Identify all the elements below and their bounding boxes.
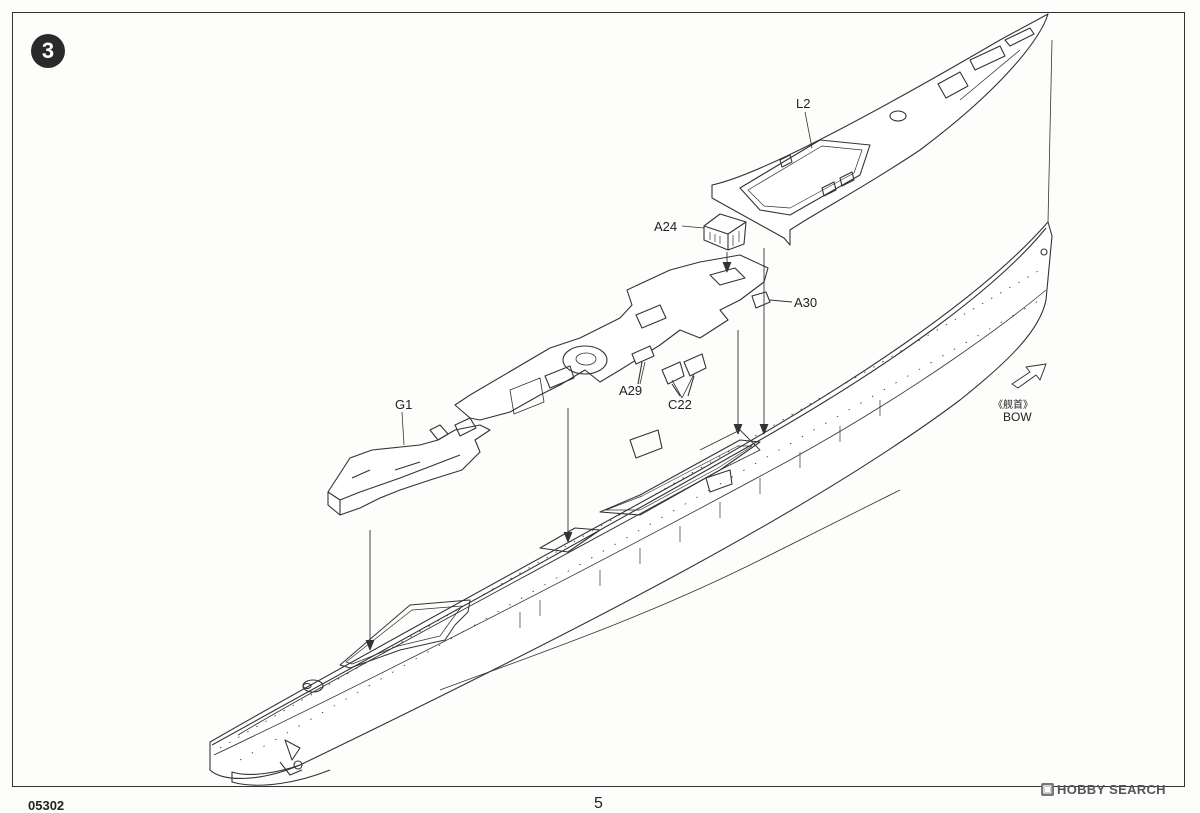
part-a24 (703, 213, 747, 251)
kit-code: 05302 (28, 798, 65, 813)
label-a30: A30 (794, 295, 818, 310)
part-c22 (661, 353, 707, 397)
part-a29 (631, 345, 655, 385)
leader-lines (401, 111, 813, 446)
step-frame (12, 12, 1185, 787)
label-l2: L2 (796, 96, 811, 111)
part-a30 (751, 291, 793, 309)
part-l2 (711, 13, 1049, 246)
label-a29: A29 (619, 383, 643, 398)
label-g1: G1 (395, 397, 413, 412)
logo-icon: ▣ (1041, 783, 1054, 796)
part-superstructure-deck (454, 254, 769, 421)
bow-arrow-icon (1011, 363, 1047, 389)
page-number: 5 (594, 795, 603, 812)
watermark-text: HOBBY SEARCH (1057, 782, 1166, 797)
step-number-badge: 3 (31, 34, 65, 68)
label-a24: A24 (654, 219, 678, 234)
label-c22: C22 (668, 397, 692, 412)
watermark: ▣ HOBBY SEARCH (1041, 782, 1166, 797)
hull (209, 39, 1053, 786)
bow-label-en: BOW (1003, 410, 1032, 424)
bow-label-cn: 《舰首》 (993, 400, 1033, 411)
part-g1 (327, 417, 491, 516)
assembly-arrows (365, 248, 769, 651)
